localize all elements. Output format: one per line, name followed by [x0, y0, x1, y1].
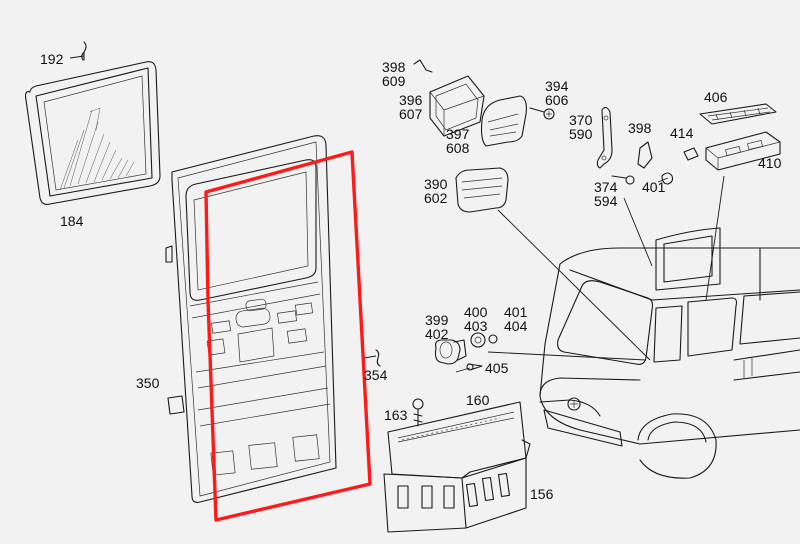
- label-163: 163: [384, 407, 408, 423]
- label-609: 609: [382, 73, 406, 89]
- window-glass-part: [24, 41, 161, 205]
- door-seal-highlight: [204, 150, 372, 522]
- label-374: 374: [594, 179, 618, 195]
- lamp-parts-group: [413, 59, 781, 213]
- label-401b: 401: [504, 304, 528, 320]
- label-397: 397: [446, 126, 470, 142]
- label-606: 606: [545, 92, 569, 108]
- label-608: 608: [446, 140, 470, 156]
- label-398b: 398: [628, 120, 652, 136]
- part-labels: 192 184 350 354 398 609 396 607 394 606 …: [40, 51, 782, 502]
- label-400: 400: [464, 304, 488, 320]
- label-401: 401: [642, 179, 666, 195]
- label-396: 396: [399, 92, 423, 108]
- van-body-part: [539, 227, 800, 479]
- label-405: 405: [485, 360, 509, 376]
- label-370: 370: [569, 112, 593, 128]
- label-402: 402: [425, 326, 449, 342]
- label-398: 398: [382, 59, 406, 75]
- label-404: 404: [504, 318, 528, 334]
- trim-panel-part: [383, 398, 531, 533]
- label-403: 403: [464, 318, 488, 334]
- label-594: 594: [594, 193, 618, 209]
- label-350: 350: [136, 375, 160, 391]
- switch-parts-group: [434, 332, 498, 371]
- label-394: 394: [545, 78, 569, 94]
- rear-door-part: [165, 135, 381, 503]
- label-399: 399: [425, 312, 449, 328]
- label-390: 390: [424, 176, 448, 192]
- label-410: 410: [758, 155, 782, 171]
- label-184: 184: [60, 213, 84, 229]
- label-414: 414: [670, 125, 694, 141]
- label-590: 590: [569, 126, 593, 142]
- leader-lines: [455, 175, 725, 373]
- label-406: 406: [704, 89, 728, 105]
- label-160: 160: [466, 392, 490, 408]
- label-192: 192: [40, 51, 64, 67]
- label-607: 607: [399, 106, 423, 122]
- label-354: 354: [364, 367, 388, 383]
- label-602: 602: [424, 190, 448, 206]
- label-156: 156: [530, 486, 554, 502]
